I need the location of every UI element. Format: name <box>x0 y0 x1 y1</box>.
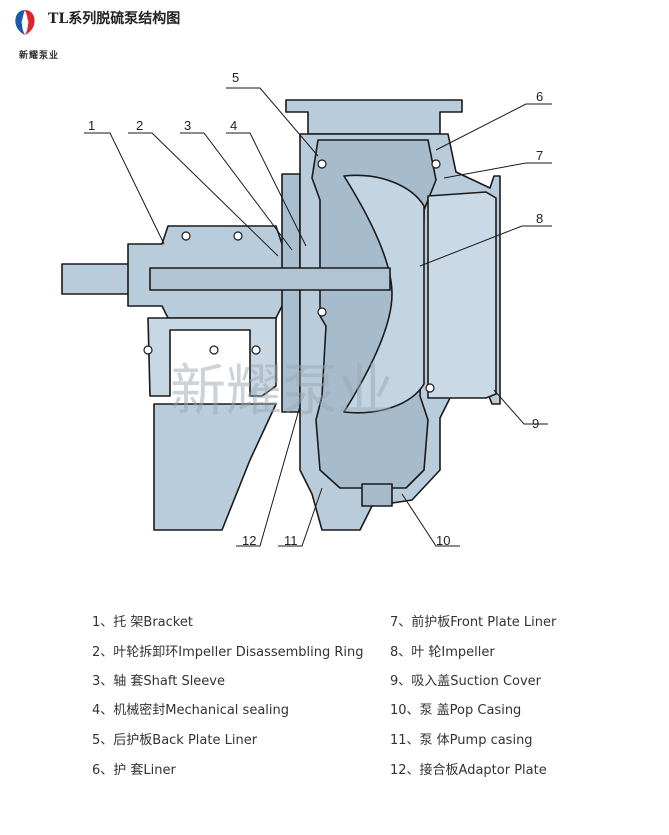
legend-item-11: 11、泵 体Pump casing <box>390 733 533 748</box>
bolt <box>425 383 435 393</box>
callout-8: 8 <box>536 211 543 226</box>
company-logo: 新耀泵业 <box>8 8 68 61</box>
legend-item-9: 9、吸入盖Suction Cover <box>390 674 542 689</box>
callout-12: 12 <box>242 533 256 548</box>
callout-7: 7 <box>536 148 543 163</box>
suction-cover <box>427 191 497 399</box>
leader-line-2 <box>128 132 279 257</box>
watermark: 新耀泵业 <box>170 359 394 424</box>
leader-line-8 <box>419 225 552 267</box>
bolt <box>317 307 327 317</box>
bracket-frame <box>147 317 277 397</box>
casing-drain <box>361 483 393 507</box>
callout-9: 9 <box>532 416 539 431</box>
logo-text: 新耀泵业 <box>18 51 59 61</box>
bolt <box>431 159 441 169</box>
bolt <box>251 345 261 355</box>
bolt <box>317 159 327 169</box>
bolt <box>209 345 219 355</box>
page-title: TL系列脱硫泵结构图 <box>48 11 181 27</box>
callout-2: 2 <box>136 118 143 133</box>
legend-item-8: 8、叶 轮Impeller <box>390 645 495 660</box>
legend-item-7: 7、前护板Front Plate Liner <box>390 615 557 630</box>
legend-item-12: 12、接合板Adaptor Plate <box>390 763 547 778</box>
callout-11: 11 <box>284 533 298 548</box>
legend-item-10: 10、泵 盖Pop Casing <box>390 703 522 718</box>
leader-line-7 <box>443 162 552 179</box>
callout-6: 6 <box>536 89 543 104</box>
callout-3: 3 <box>184 118 191 133</box>
leader-line-11 <box>278 487 323 547</box>
leader-line-10 <box>401 493 460 547</box>
bolt <box>143 345 153 355</box>
legend-item-4: 4、机械密封Mechanical sealing <box>92 703 289 718</box>
leader-line-1 <box>84 132 165 245</box>
outlet-flange <box>285 99 463 135</box>
pump-cross-section-diagram: 新耀泵业 1 2 3 4 5 6 7 8 9 10 11 12 <box>61 70 552 548</box>
leader-line-12 <box>236 405 301 547</box>
legend-item-2: 2、叶轮拆卸环Impeller Disassembling Ring <box>92 645 364 660</box>
bolt <box>181 231 191 241</box>
legend-item-1: 1、托 架Bracket <box>92 615 193 630</box>
shaft <box>149 267 391 291</box>
leader-line-9 <box>493 389 548 425</box>
bolt <box>233 231 243 241</box>
leader-line-4 <box>226 132 307 247</box>
callout-5: 5 <box>232 70 239 85</box>
callout-10: 10 <box>436 533 450 548</box>
logo-emblem-icon <box>15 10 35 35</box>
callout-1: 1 <box>88 118 95 133</box>
leader-line-6 <box>435 103 552 151</box>
leader-line-3 <box>180 132 293 251</box>
legend-item-6: 6、护 套Liner <box>92 763 176 778</box>
legend-item-3: 3、轴 套Shaft Sleeve <box>92 674 225 689</box>
callout-4: 4 <box>230 118 237 133</box>
leader-line-5 <box>226 87 319 157</box>
bracket-foot <box>153 403 277 531</box>
impeller <box>343 174 425 414</box>
legend-item-5: 5、后护板Back Plate Liner <box>92 733 258 748</box>
